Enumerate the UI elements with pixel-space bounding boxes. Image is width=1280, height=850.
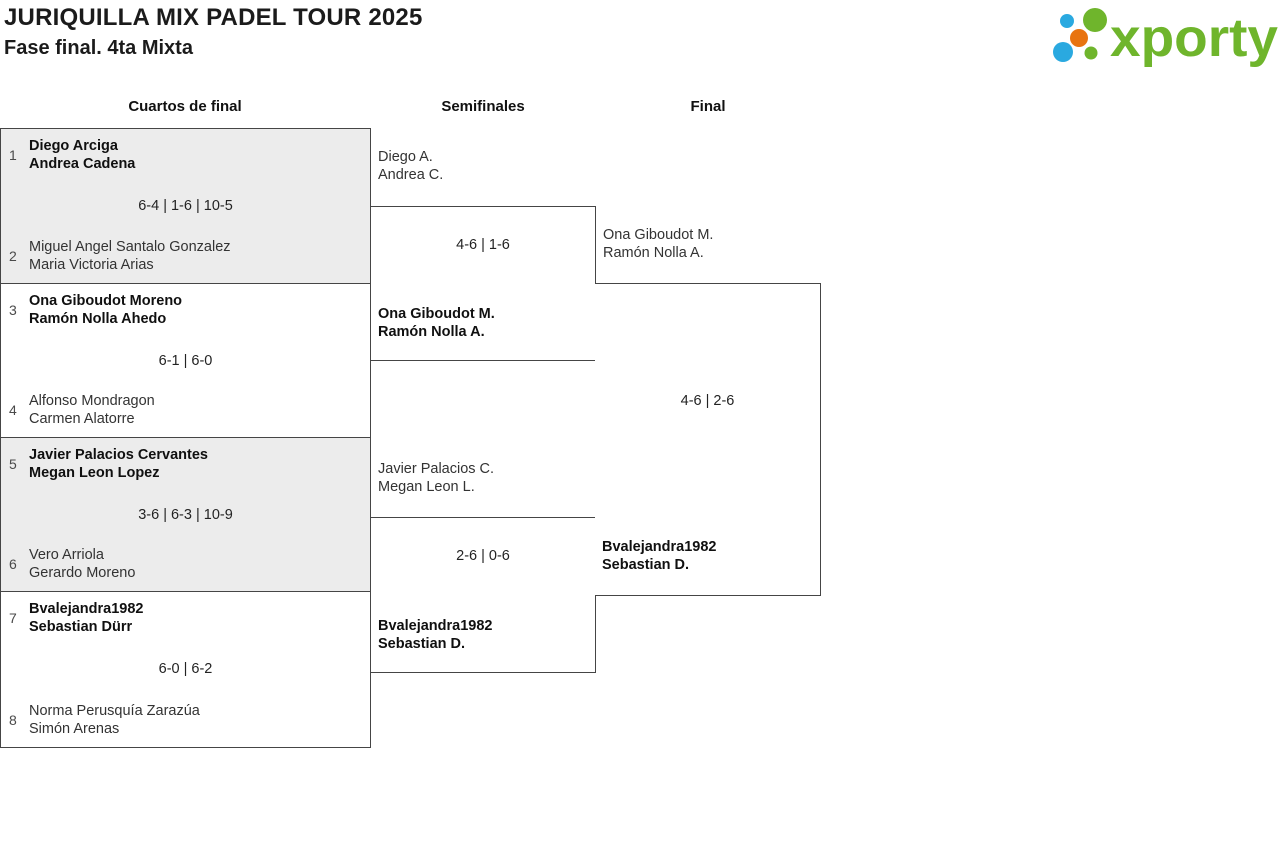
team-row: 8 Norma Perusquía Zarazúa Simón Arenas [9,702,362,738]
team-names-winner: Bvalejandra1982 Sebastian Dürr [29,600,143,636]
final-top-team: Ona Giboudot M. Ramón Nolla A. [603,226,713,262]
player-name: Sebastian D. [378,636,466,652]
match-score: 6-1 | 6-0 [158,353,213,369]
seed-number: 1 [9,147,17,163]
player-name: Bvalejandra1982 [29,601,144,617]
semifinal-2-top-team: Javier Palacios C. Megan Leon L. [378,460,494,496]
page-subtitle: Fase final. 4ta Mixta [4,37,193,59]
player-name: Vero Arriola [29,547,104,563]
quarterfinal-match-2: 3 Ona Giboudot Moreno Ramón Nolla Ahedo … [0,283,371,438]
team-names: Alfonso Mondragon Carmen Alatorre [29,392,155,428]
player-name: Norma Perusquía Zarazúa [29,703,200,719]
semifinal-1-winner-team: Ona Giboudot M. Ramón Nolla A. [378,305,495,341]
round-header-final: Final [690,98,726,115]
player-name: Andrea C. [378,167,444,183]
team-row: 6 Vero Arriola Gerardo Moreno [9,546,362,582]
seed-number: 6 [9,556,17,572]
team-row: 1 Diego Arciga Andrea Cadena [9,137,362,173]
logo-dot-green-large [1083,8,1107,32]
seed-number: 5 [9,456,17,472]
player-name: Diego A. [378,149,433,165]
player-name: Bvalejandra1982 [602,539,717,555]
final-winner-team: Bvalejandra1982 Sebastian D. [602,538,716,574]
team-names: Norma Perusquía Zarazúa Simón Arenas [29,702,200,738]
team-row: 7 Bvalejandra1982 Sebastian Dürr [9,600,362,636]
player-name: Miguel Angel Santalo Gonzalez [29,239,231,255]
page-title: JURIQUILLA MIX PADEL TOUR 2025 [4,4,423,31]
player-name: Bvalejandra1982 [378,618,493,634]
team-names-winner: Ona Giboudot Moreno Ramón Nolla Ahedo [29,292,182,328]
team-names: Miguel Angel Santalo Gonzalez Maria Vict… [29,238,231,274]
match-score: 6-4 | 1-6 | 10-5 [138,198,233,214]
logo-dot-green-small [1084,46,1098,60]
team-row: 4 Alfonso Mondragon Carmen Alatorre [9,392,362,428]
player-name: Ramón Nolla Ahedo [29,311,167,327]
player-name: Carmen Alatorre [29,411,135,427]
player-name: Gerardo Moreno [29,565,136,581]
player-name: Ramón Nolla A. [603,245,704,261]
seed-number: 8 [9,712,17,728]
logo-dot-blue-large [1053,42,1073,62]
team-names: Vero Arriola Gerardo Moreno [29,546,135,582]
team-row: 5 Javier Palacios Cervantes Megan Leon L… [9,446,362,482]
match-score: 3-6 | 6-3 | 10-9 [138,507,233,523]
match-score: 4-6 | 2-6 [680,393,735,409]
logo-wordmark: xporty [1110,8,1278,68]
semifinal-2-winner-team: Bvalejandra1982 Sebastian D. [378,617,492,653]
player-name: Javier Palacios Cervantes [29,447,208,463]
quarterfinal-match-4: 7 Bvalejandra1982 Sebastian Dürr 6-0 | 6… [0,591,371,748]
round-header-semifinals: Semifinales [441,98,525,115]
xporty-logo: xporty [1048,4,1280,75]
player-name: Sebastian Dürr [29,619,133,635]
seed-number: 3 [9,302,17,318]
player-name: Andrea Cadena [29,156,136,172]
semifinal-match-2: 2-6 | 0-6 Bvalejandra1982 Sebastian D. [370,517,596,673]
final-match: 4-6 | 2-6 Bvalejandra1982 Sebastian D. [595,283,821,596]
match-score: 4-6 | 1-6 [456,237,510,253]
xporty-logo-icon: xporty [1053,8,1278,68]
player-name: Megan Leon L. [378,479,475,495]
player-name: Maria Victoria Arias [29,257,154,273]
player-name: Diego Arciga [29,138,118,154]
team-names-winner: Javier Palacios Cervantes Megan Leon Lop… [29,446,208,482]
player-name: Megan Leon Lopez [29,465,160,481]
semifinal-match-1: 4-6 | 1-6 Ona Giboudot M. Ramón Nolla A. [370,206,596,361]
match-score: 2-6 | 0-6 [456,548,510,564]
seed-number: 4 [9,402,17,418]
logo-dot-orange [1070,29,1088,47]
player-name: Ona Giboudot Moreno [29,293,183,309]
player-name: Ona Giboudot M. [603,227,714,243]
round-header-quarterfinals: Cuartos de final [128,98,242,115]
team-names-winner: Diego Arciga Andrea Cadena [29,137,135,173]
team-row: 2 Miguel Angel Santalo Gonzalez Maria Vi… [9,238,362,274]
team-row: 3 Ona Giboudot Moreno Ramón Nolla Ahedo [9,292,362,328]
seed-number: 7 [9,610,17,626]
seed-number: 2 [9,248,17,264]
quarterfinal-match-3: 5 Javier Palacios Cervantes Megan Leon L… [0,437,371,592]
player-name: Javier Palacios C. [378,461,495,477]
match-score: 6-0 | 6-2 [158,661,213,677]
player-name: Ramón Nolla A. [378,324,485,340]
player-name: Simón Arenas [29,721,120,737]
quarterfinal-match-1: 1 Diego Arciga Andrea Cadena 6-4 | 1-6 |… [0,128,371,284]
logo-dot-blue-small [1060,14,1074,28]
player-name: Sebastian D. [602,557,690,573]
player-name: Ona Giboudot M. [378,306,495,322]
player-name: Alfonso Mondragon [29,393,155,409]
semifinal-1-top-team: Diego A. Andrea C. [378,148,443,184]
